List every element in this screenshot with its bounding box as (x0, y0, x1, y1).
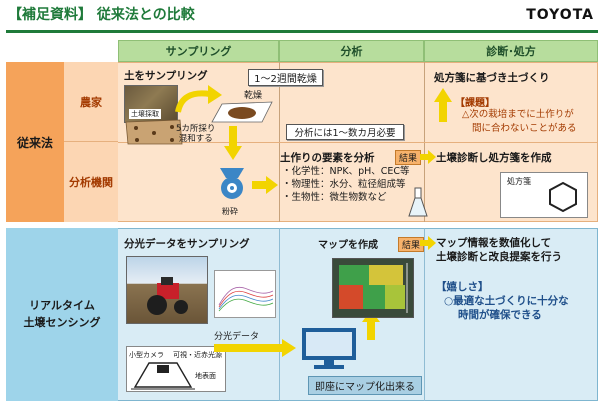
arrow-right-icon (252, 176, 278, 194)
grind-label: 粉砕 (222, 207, 238, 216)
instant-map-text: 即座にマップ化出来る (308, 376, 422, 395)
diagnosis-result-text: 土壌診断し処方箋を作成 (436, 152, 552, 164)
monitor-icon (302, 328, 356, 369)
header-analysis: 分析 (279, 40, 424, 62)
header-diagnosis: 診断･処方 (424, 40, 598, 62)
element-item: ・物理性：水分、粒径組成等 (282, 179, 406, 190)
flask-icon (408, 187, 428, 217)
spectral-tag: 分光データ (214, 332, 260, 342)
photo-caption: 土壌採取 (129, 109, 161, 119)
result-tag: 結果 (395, 150, 422, 165)
soil-map-image (332, 258, 414, 318)
farming-action-text: 処方箋に基づき土づくり (434, 72, 550, 84)
row-label-realtime: リアルタイム 土壌センシング (6, 228, 118, 401)
digitize-text: マップ情報を数値化して 土壌診断と改良提案を行う (436, 237, 562, 263)
toyota-logo: TOYOTA (526, 7, 594, 23)
arrow-right-icon (420, 236, 436, 250)
arrow-down-icon (224, 126, 242, 160)
grinder-icon (220, 168, 244, 199)
mix-label: 5カ所採り 混和する (176, 124, 216, 144)
elements-title: 土作りの要素を分析 (280, 152, 375, 164)
arrow-right-icon (420, 150, 436, 164)
realtime-label-line2: 土壌センシング (23, 315, 101, 329)
issue-title: 【課題】 (455, 98, 495, 109)
arrow-to-drying-icon (175, 85, 222, 113)
sensor-diagram: 小型カメラ 可視・近赤光源 地表面 (126, 346, 226, 392)
soil-map-heatmap (333, 259, 413, 317)
tractor-photo (126, 256, 208, 324)
surface-label: 地表面 (195, 372, 216, 380)
drying-label: 乾燥 (244, 91, 263, 101)
sample-spectral-text: 分光データをサンプリング (124, 238, 250, 250)
element-item: ・生物性：微生物数など (282, 192, 387, 203)
map-create-text: マップを作成 (318, 240, 378, 251)
good-title: 【嬉しさ】 (436, 281, 489, 293)
spectral-graph-lines (218, 286, 274, 312)
drying-soil-icon (211, 101, 273, 123)
row-label-conventional: 従来法 (6, 62, 64, 222)
divider (424, 228, 425, 401)
row-label-lab: 分析機関 (64, 142, 118, 222)
soil-samples-plot-icon (125, 119, 183, 145)
element-item: ・化学性：NPK、pH、CEC等 (282, 166, 410, 177)
row-label-farmer: 農家 (64, 62, 118, 142)
hexagon-icon (549, 181, 577, 213)
light-label: 可視・近赤光源 (173, 351, 222, 359)
issue-text: △次の栽培までに土作りが 間に合わないことがある (462, 109, 577, 134)
good-text: ○最適な土づくりに十分な 時間が確保できる (444, 295, 569, 321)
divider (279, 228, 280, 401)
arrow-up-icon (434, 88, 452, 122)
divider (118, 142, 598, 143)
analysis-period-note: 分析には1～数カ月必要 (286, 124, 404, 140)
drying-period-note: 1～2週間乾燥 (248, 69, 323, 86)
prescription-doc: 処方箋 (500, 172, 588, 218)
spectral-graph (214, 270, 276, 318)
title-rule (6, 30, 598, 33)
tractor-icon (147, 277, 188, 315)
slide-title: 【補足資料】 従来法との比較 (8, 7, 195, 23)
elements-list: ・化学性：NPK、pH、CEC等 ・物理性：水分、粒径組成等 ・生物性：微生物数… (282, 165, 410, 204)
header-sampling: サンプリング (118, 40, 279, 62)
sample-soil-text: 土をサンプリング (124, 70, 208, 82)
realtime-label-line1: リアルタイム (29, 299, 95, 312)
camera-label: 小型カメラ (129, 351, 164, 359)
sensor-housing-icon (131, 362, 195, 390)
arrow-right-icon (214, 339, 296, 357)
